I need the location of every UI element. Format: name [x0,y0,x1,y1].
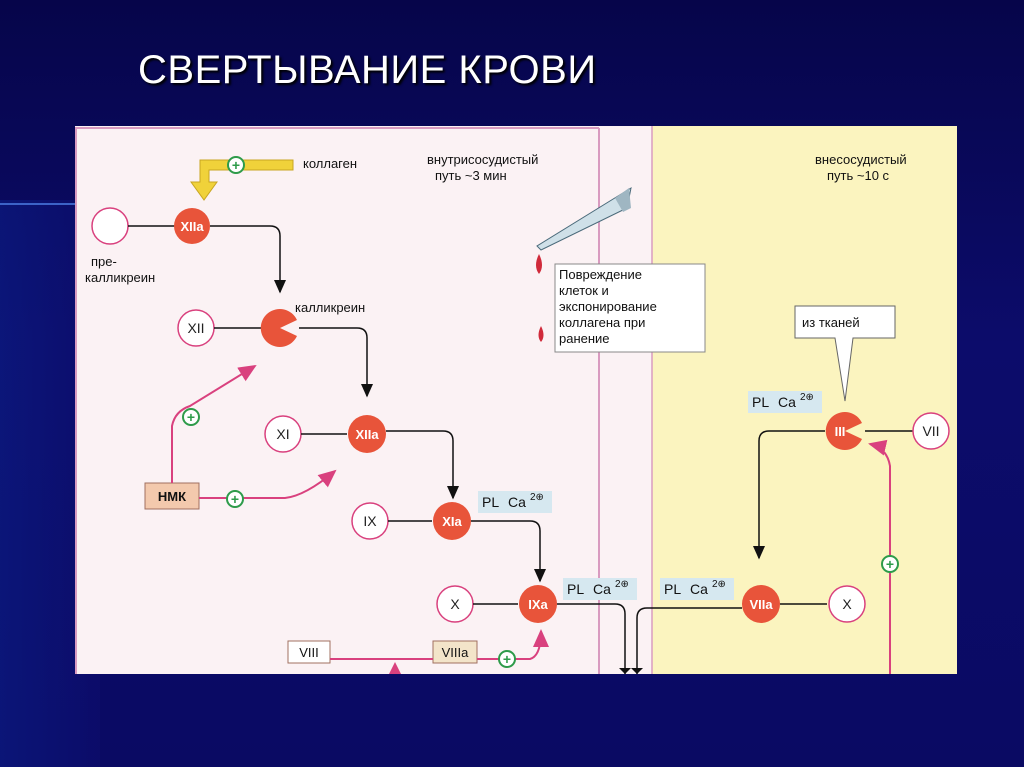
svg-text:+: + [232,157,240,173]
factor-VIII-box [287,640,331,664]
factor-VIIa-label: VIIa [749,597,773,612]
factor-VIIa [742,585,780,623]
VIIIa-plus-icon: + [498,650,516,668]
factor-IXa-label: IXa [528,597,548,612]
scalpel-icon [536,186,632,251]
flow-arrow [636,607,742,674]
injury-note-line5: ранение [559,331,610,346]
svg-text:Ca: Ca [508,494,526,510]
factor-IX-label: IX [363,513,377,529]
svg-text:2⊕: 2⊕ [530,492,544,503]
VIII-activation-marker [389,662,401,674]
factor-XIIa-mid-label: XIIa [355,427,379,442]
factor-XIIa-top-label: XIIa [180,219,204,234]
svg-text:Ca: Ca [593,581,611,597]
factor-VIIIa-label: VIIIa [442,645,470,660]
prekallikrein-circle [91,207,129,245]
collagen-label: коллаген [303,156,357,171]
factor-VII-label: VII [922,423,939,439]
svg-text:Ca: Ca [690,581,708,597]
factor-XII-label: XII [187,320,204,336]
hmk-to-XIIa-arrow [199,469,337,499]
slide-title: СВЕРТЫВАНИЕ КРОВИ [138,48,597,92]
factor-IXa [519,585,557,623]
intrinsic-label-line1: внутрисосудистый [427,152,538,167]
svg-text:+: + [886,556,894,572]
svg-text:+: + [503,651,511,667]
kallikrein-pacman [260,309,297,347]
svg-text:Ca: Ca [778,394,796,410]
hmk-label: НМК [158,489,186,504]
feedback-plus-icon: + [881,555,899,573]
coagulation-diagram: внутрисосудистый путь ~3 мин внесосудист… [75,126,957,674]
hmk-plus-icon-1: + [182,408,200,426]
factor-X-right-label: X [842,596,852,612]
factor-XIIa-mid [348,415,386,453]
merge-arrowheads [619,668,643,674]
cofactor-badge-3: PL Ca 2⊕ [748,391,822,413]
cofactor-badge-4: PL Ca 2⊕ [660,578,734,600]
svg-text:2⊕: 2⊕ [712,579,726,590]
flow-arrow [557,603,626,674]
intrinsic-label-line2: путь ~3 мин [435,168,507,183]
flow-arrow [210,225,286,294]
prekallikrein-label-line2: калликреин [85,270,155,285]
factor-VII [912,412,950,450]
hmk-box [144,482,200,510]
extrinsic-label-line2: путь ~10 с [827,168,890,183]
flow-arrow [299,327,373,398]
feedback-arrow [868,439,891,674]
factor-X-left-label: X [450,596,460,612]
injury-note-box [554,263,706,353]
cofactor-badge-1: PL Ca 2⊕ [478,491,552,513]
hmk-to-XII-arrow [171,364,257,483]
prekallikrein-label-line1: пре- [91,254,117,269]
from-tissues-callout [794,305,896,402]
svg-text:+: + [231,491,239,507]
cofactor-badge-2: PL Ca 2⊕ [563,578,637,600]
from-tissues-label: из тканей [802,315,860,330]
flow-arrow [386,430,459,500]
factor-XIa-label: XIa [442,514,462,529]
factor-VIIIa-box [432,640,478,664]
injury-note-line3: экспонирование [559,299,657,314]
slide-accent-line [0,203,75,205]
factor-XI-label: XI [276,426,289,442]
factor-XIIa-top [174,208,210,244]
flow-arrow [471,520,546,583]
injury-note-line1: Повреждение [559,267,642,282]
extrinsic-label-line1: внесосудистый [815,152,907,167]
svg-text:+: + [187,409,195,425]
svg-text:2⊕: 2⊕ [800,392,814,403]
factor-X-right [828,585,866,623]
svg-text:PL: PL [482,494,499,510]
collagen-arrow [190,159,294,201]
collagen-plus-icon: + [227,156,245,174]
svg-text:PL: PL [752,394,769,410]
VIIIa-to-IXa-arrow [477,629,549,660]
flow-arrow [753,430,825,560]
svg-text:PL: PL [664,581,681,597]
factor-III-pacman [825,412,862,450]
blood-drop-icon [536,254,544,342]
kallikrein-label: калликреин [295,300,365,315]
factor-III-label: III [835,424,846,439]
factor-XIa [433,502,471,540]
injury-note-line2: клеток и [559,283,609,298]
factor-VIII-label: VIII [299,645,319,660]
injury-note-line4: коллагена при [559,315,645,330]
svg-text:2⊕: 2⊕ [615,579,629,590]
svg-text:PL: PL [567,581,584,597]
hmk-plus-icon-2: + [226,490,244,508]
